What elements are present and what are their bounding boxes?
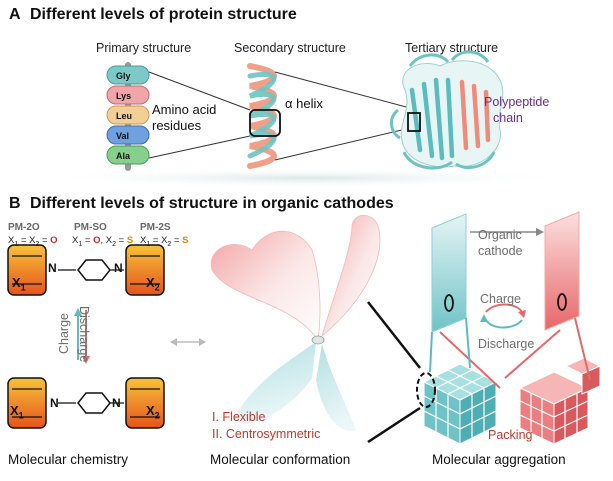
residues-label: residues bbox=[152, 118, 202, 133]
secondary-structure-label: Secondary structure bbox=[234, 41, 346, 55]
connector-line bbox=[148, 71, 251, 111]
residue-beads bbox=[106, 65, 150, 165]
residue-label-ala: Ala bbox=[116, 151, 131, 161]
slab-arrows bbox=[470, 228, 544, 329]
double-arrow-left bbox=[170, 338, 206, 346]
residue-label-gly: Gly bbox=[116, 71, 131, 81]
pm-so-formula: X1 = O, X2 = S bbox=[72, 235, 134, 248]
amino-acid-label: Amino acid bbox=[152, 102, 217, 117]
charge-label-right: Charge bbox=[480, 292, 521, 306]
alpha-helix-label: α helix bbox=[285, 96, 323, 111]
connector-line bbox=[274, 71, 411, 109]
molecular-conformation-label: Molecular conformation bbox=[210, 452, 351, 467]
packing-label: Packing bbox=[488, 428, 533, 442]
residue-label-val: Val bbox=[116, 131, 130, 141]
pm-2o-formula: X1 = X2 = O bbox=[8, 235, 58, 248]
molecular-chemistry-label: Molecular chemistry bbox=[8, 452, 129, 467]
molecular-aggregation-label: Molecular aggregation bbox=[432, 452, 566, 467]
link-line-upper bbox=[367, 301, 421, 369]
slab-cube-links-teal bbox=[429, 317, 471, 373]
residue-bead-lys bbox=[106, 85, 150, 105]
red-cube bbox=[518, 357, 602, 445]
panel-a-title: Different levels of protein structure bbox=[30, 6, 297, 23]
nitrogen-left-top: N bbox=[48, 261, 57, 275]
panel-a-letter: A bbox=[9, 6, 21, 23]
discharge-label-vertical: Discharge bbox=[77, 306, 91, 363]
pm-2s-formula: X1 = X2 = S bbox=[140, 235, 189, 248]
nitrogen-right-top: N bbox=[114, 261, 123, 275]
residue-bead-ala bbox=[106, 145, 150, 165]
redox-arrows bbox=[74, 308, 90, 364]
polypeptide-label: Polypeptide bbox=[484, 95, 550, 109]
x2-label-top: X2 bbox=[146, 275, 160, 293]
tertiary-protein bbox=[390, 50, 504, 170]
helix-highlight-box bbox=[249, 109, 281, 137]
centrosymmetric-label: II. Centrosymmetric bbox=[212, 427, 321, 441]
nitrogen-right-bottom: N bbox=[112, 396, 121, 410]
organic-cathode-red-slab bbox=[544, 211, 580, 331]
residue-label-lys: Lys bbox=[116, 91, 132, 101]
pm-2o-label: PM-2O bbox=[8, 222, 40, 233]
connector-line bbox=[274, 127, 411, 161]
organic-label: Organic bbox=[478, 228, 522, 242]
floor-glow bbox=[36, 168, 576, 188]
charge-label-vertical: Charge bbox=[57, 313, 71, 354]
chain-label: chain bbox=[493, 111, 523, 125]
panel-b-title: Different levels of structure in organic… bbox=[30, 195, 394, 212]
alpha-helix bbox=[247, 63, 277, 169]
teal-cube bbox=[416, 363, 498, 445]
connector-line bbox=[148, 135, 251, 159]
nitrogen-left-bottom: N bbox=[50, 396, 59, 410]
x2-label-bottom: X2 bbox=[146, 403, 160, 421]
cathode-label: cathode bbox=[478, 244, 523, 258]
pm-so-label: PM-SO bbox=[74, 222, 107, 233]
pm-2s-label: PM-2S bbox=[140, 222, 171, 233]
organic-cathode-teal-slab bbox=[431, 213, 467, 333]
butterfly-conformation bbox=[210, 214, 381, 431]
tertiary-highlight-box bbox=[407, 112, 421, 132]
molecule-neutral bbox=[7, 244, 165, 296]
residue-bead-val bbox=[106, 125, 150, 145]
residue-label-leu: Leu bbox=[116, 111, 133, 121]
discharge-label-right: Discharge bbox=[478, 337, 535, 351]
residue-bead-gly bbox=[106, 65, 150, 85]
flexible-label: I. Flexible bbox=[212, 410, 266, 424]
tertiary-structure-label: Tertiary structure bbox=[405, 41, 499, 55]
link-line-lower bbox=[367, 406, 421, 444]
panel-b-letter: B bbox=[9, 195, 21, 212]
molecule-oxidized bbox=[7, 377, 165, 429]
residue-bead-leu bbox=[106, 105, 150, 125]
x1-label-bottom: X1 bbox=[10, 403, 24, 421]
primary-structure-label: Primary structure bbox=[96, 41, 192, 55]
x1-label-top: X1 bbox=[12, 275, 26, 293]
